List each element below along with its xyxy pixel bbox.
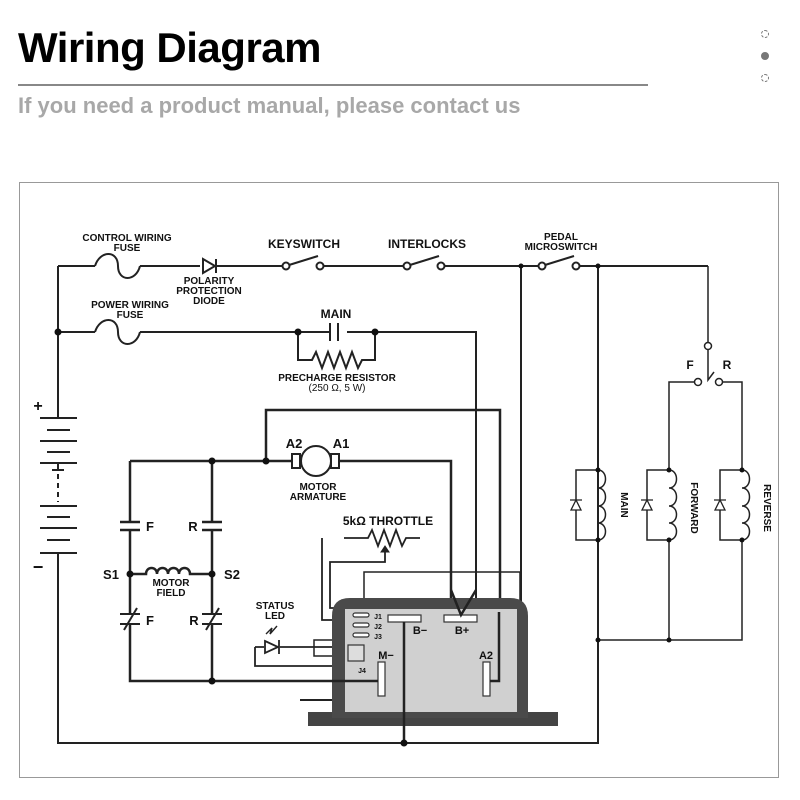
label-b-minus: B−: [413, 625, 427, 637]
label-b-plus: B+: [455, 625, 469, 637]
label-armature: MOTOR: [299, 482, 337, 493]
coil-forward: [646, 469, 678, 640]
carousel-dot-2-active[interactable]: [761, 52, 769, 60]
carousel-indicators: [757, 30, 773, 96]
label-coil-reverse: REVERSE: [761, 484, 772, 532]
label-ctrl-a2: A2: [479, 650, 493, 662]
label-main-contact: MAIN: [321, 307, 352, 321]
contact-f-top: [120, 520, 140, 532]
coil-main: [575, 469, 743, 641]
label-fr-f: F: [686, 358, 693, 372]
coil-reverse: [719, 469, 751, 541]
motor-controller: [308, 598, 558, 726]
label-precharge: PRECHARGE RESISTOR: [278, 373, 396, 384]
label-s1: S1: [103, 567, 119, 582]
label-armature-2: ARMATURE: [290, 492, 347, 503]
title-divider: [18, 84, 648, 86]
battery-icon: [40, 417, 77, 554]
label-a1: A1: [333, 436, 350, 451]
label-m-minus: M−: [378, 650, 394, 662]
label-field: MOTOR: [152, 578, 190, 589]
label-j3: J3: [374, 634, 382, 641]
label-j4: J4: [358, 668, 366, 675]
power-fuse: [94, 319, 141, 345]
keyswitch-icon: [281, 255, 325, 271]
label-battery-minus: −: [33, 557, 44, 577]
wire-b-plus: [449, 589, 478, 618]
page-subtitle: If you need a product manual, please con…: [18, 93, 521, 118]
motor-field-coil: [130, 566, 212, 576]
label-j1: J1: [374, 614, 382, 621]
wire-power-line: [58, 331, 477, 612]
junction-dots: [54, 263, 745, 747]
interlocks-icon: [402, 255, 446, 271]
status-led-icon: [264, 625, 281, 655]
label-diode-3: DIODE: [193, 296, 225, 307]
label-power-fuse: POWER WIRING: [91, 300, 169, 311]
label-control-fuse-2: FUSE: [114, 243, 141, 254]
label-r-bottom: R: [189, 613, 199, 628]
label-power-fuse-2: FUSE: [117, 310, 144, 321]
wire-a2-loop: [264, 408, 502, 612]
label-j2: J2: [374, 624, 382, 631]
label-field-2: FIELD: [157, 588, 186, 599]
polarity-diode-icon: [202, 257, 217, 275]
diagram-frame: [19, 182, 779, 778]
label-pedal: PEDAL: [544, 232, 578, 243]
label-coil-forward: FORWARD: [688, 482, 699, 533]
control-fuse: [94, 253, 141, 279]
label-f-top: F: [146, 519, 154, 534]
label-s2: S2: [224, 567, 240, 582]
precharge-resistor: [297, 332, 376, 371]
label-r-top: R: [188, 519, 198, 534]
motor-armature-icon: [291, 445, 340, 477]
label-fr-r: R: [723, 358, 732, 372]
wire-j1: [363, 571, 521, 612]
label-f-bottom: F: [146, 613, 154, 628]
label-control-fuse: CONTROL WIRING: [82, 233, 171, 244]
label-throttle: 5kΩ THROTTLE: [343, 514, 433, 528]
label-status-2: LED: [265, 611, 285, 622]
contact-r-top: [202, 520, 222, 532]
label-battery-plus: +: [33, 398, 42, 415]
label-precharge-2: (250 Ω, 5 W): [309, 383, 366, 394]
label-interlocks: INTERLOCKS: [388, 237, 466, 251]
carousel-dot-3[interactable]: [761, 74, 769, 82]
contact-r-bottom: [202, 607, 222, 631]
label-diode-2: PROTECTION: [176, 286, 242, 297]
main-contact-icon: [329, 323, 339, 341]
pedal-microswitch-icon: [537, 255, 581, 271]
wire-a2-ctrl: [490, 612, 501, 683]
label-pedal-2: MICROSWITCH: [525, 242, 598, 253]
label-a2: A2: [286, 436, 303, 451]
label-diode: POLARITY: [184, 276, 235, 287]
page-title: Wiring Diagram: [18, 24, 322, 71]
wire-fr-switch: [707, 266, 715, 383]
label-status: STATUS: [256, 601, 295, 612]
label-keyswitch: KEYSWITCH: [268, 237, 340, 251]
label-coil-main: MAIN: [618, 492, 629, 518]
contact-f-bottom: [120, 607, 140, 631]
wire-left-rail: [57, 266, 599, 744]
carousel-dot-1[interactable]: [761, 30, 769, 38]
